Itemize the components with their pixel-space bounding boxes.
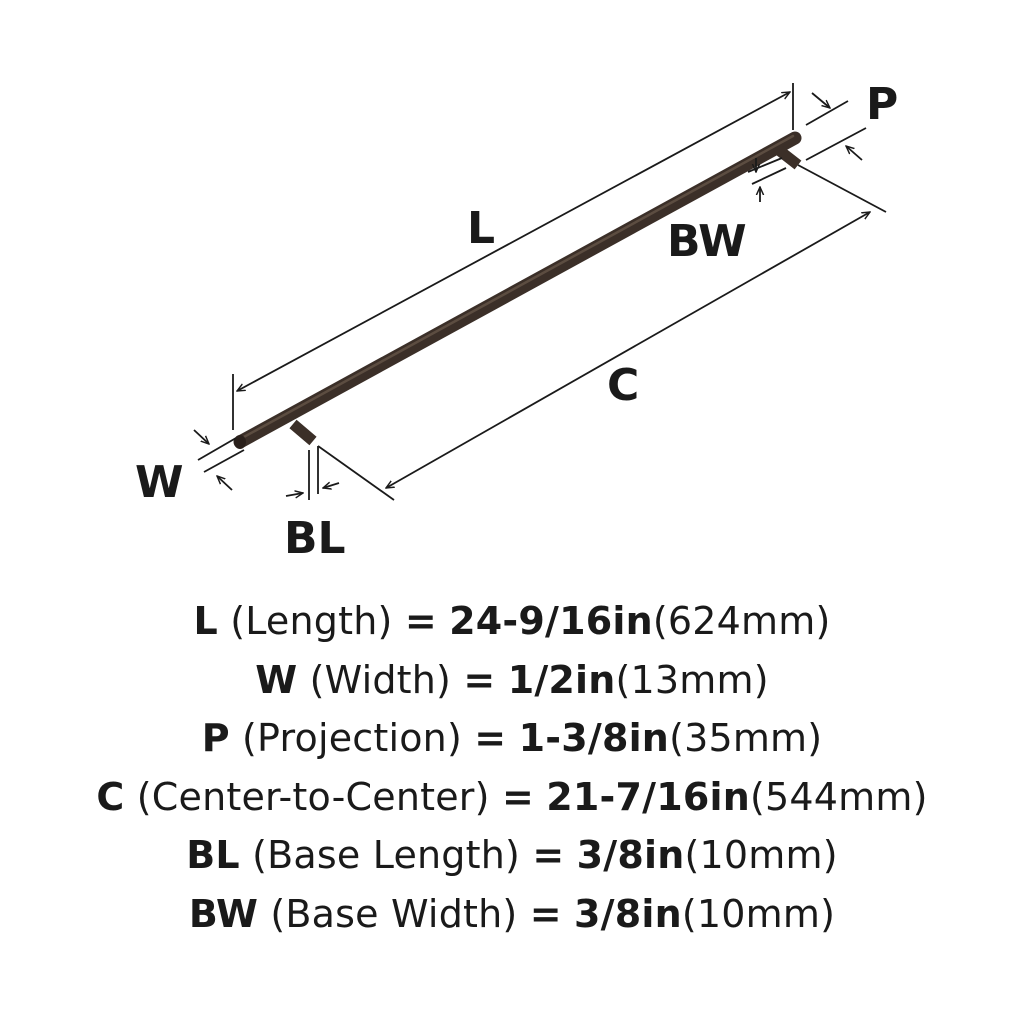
spec-equals: = <box>463 657 496 702</box>
spec-code: C <box>96 774 125 819</box>
spec-imperial-value: 1-3/8in <box>518 716 670 760</box>
label-base-length: BL <box>284 513 346 564</box>
projection-dimension <box>805 92 867 161</box>
spec-line-base-length: BL (Base Length) = 3/8in(10mm) <box>0 826 1024 885</box>
spec-metric-value: (35mm) <box>669 716 823 760</box>
spec-description: (Base Width) <box>270 891 518 936</box>
spec-equals: = <box>501 774 534 819</box>
spec-line-center-to-center: C (Center-to-Center) = 21-7/16in(544mm) <box>0 768 1024 827</box>
spec-metric-value: (13mm) <box>615 657 769 702</box>
handle-end-cap <box>234 435 246 449</box>
spec-metric-value: (10mm) <box>681 891 836 936</box>
center-dimension <box>317 164 887 501</box>
handle-bar-highlight <box>240 134 795 440</box>
spec-description: (Projection) <box>242 716 462 760</box>
dimension-spec-list: L (Length) = 24-9/16in(624mm) W (Width) … <box>0 592 1024 943</box>
label-center: C <box>607 360 639 411</box>
base-width-dimension <box>747 157 787 202</box>
spec-line-base-width: BW (Base Width) = 3/8in(10mm) <box>0 885 1024 944</box>
spec-description: (Length) <box>230 599 393 643</box>
spec-code: L <box>193 599 218 643</box>
spec-code: BL <box>186 833 240 877</box>
spec-metric-value: (10mm) <box>684 833 838 877</box>
handle-bar <box>233 131 802 449</box>
right-post <box>776 146 802 170</box>
spec-description: (Base Length) <box>252 833 521 877</box>
spec-equals: = <box>404 599 437 643</box>
base-length-dimension <box>285 446 340 500</box>
spec-code: BW <box>188 891 259 936</box>
left-post <box>289 419 317 446</box>
spec-line-length: L (Length) = 24-9/16in(624mm) <box>0 592 1024 651</box>
spec-imperial-value: 3/8in <box>576 833 685 877</box>
label-projection: P <box>866 79 898 130</box>
spec-imperial-value: 3/8in <box>574 891 682 936</box>
spec-code: W <box>255 657 298 702</box>
width-dimension <box>193 429 245 491</box>
spec-equals: = <box>529 891 562 936</box>
spec-imperial-value: 21-7/16in <box>546 774 750 819</box>
spec-metric-value: (544mm) <box>750 774 928 819</box>
spec-code: P <box>201 716 230 760</box>
bar-pull-dimension-drawing: L P BW C W BL <box>135 79 898 564</box>
spec-imperial-value: 24-9/16in <box>449 599 653 643</box>
bar-pull-handle <box>233 131 802 449</box>
spec-description: (Center-to-Center) <box>136 774 490 819</box>
spec-line-projection: P (Projection) = 1-3/8in(35mm) <box>0 709 1024 768</box>
label-width: W <box>135 457 184 508</box>
spec-imperial-value: 1/2in <box>507 657 616 702</box>
label-length: L <box>467 203 495 254</box>
spec-equals: = <box>474 716 507 760</box>
label-base-width: BW <box>667 216 747 267</box>
spec-equals: = <box>532 833 565 877</box>
spec-metric-value: (624mm) <box>652 599 831 643</box>
spec-line-width: W (Width) = 1/2in(13mm) <box>0 651 1024 710</box>
spec-description: (Width) <box>309 657 452 702</box>
